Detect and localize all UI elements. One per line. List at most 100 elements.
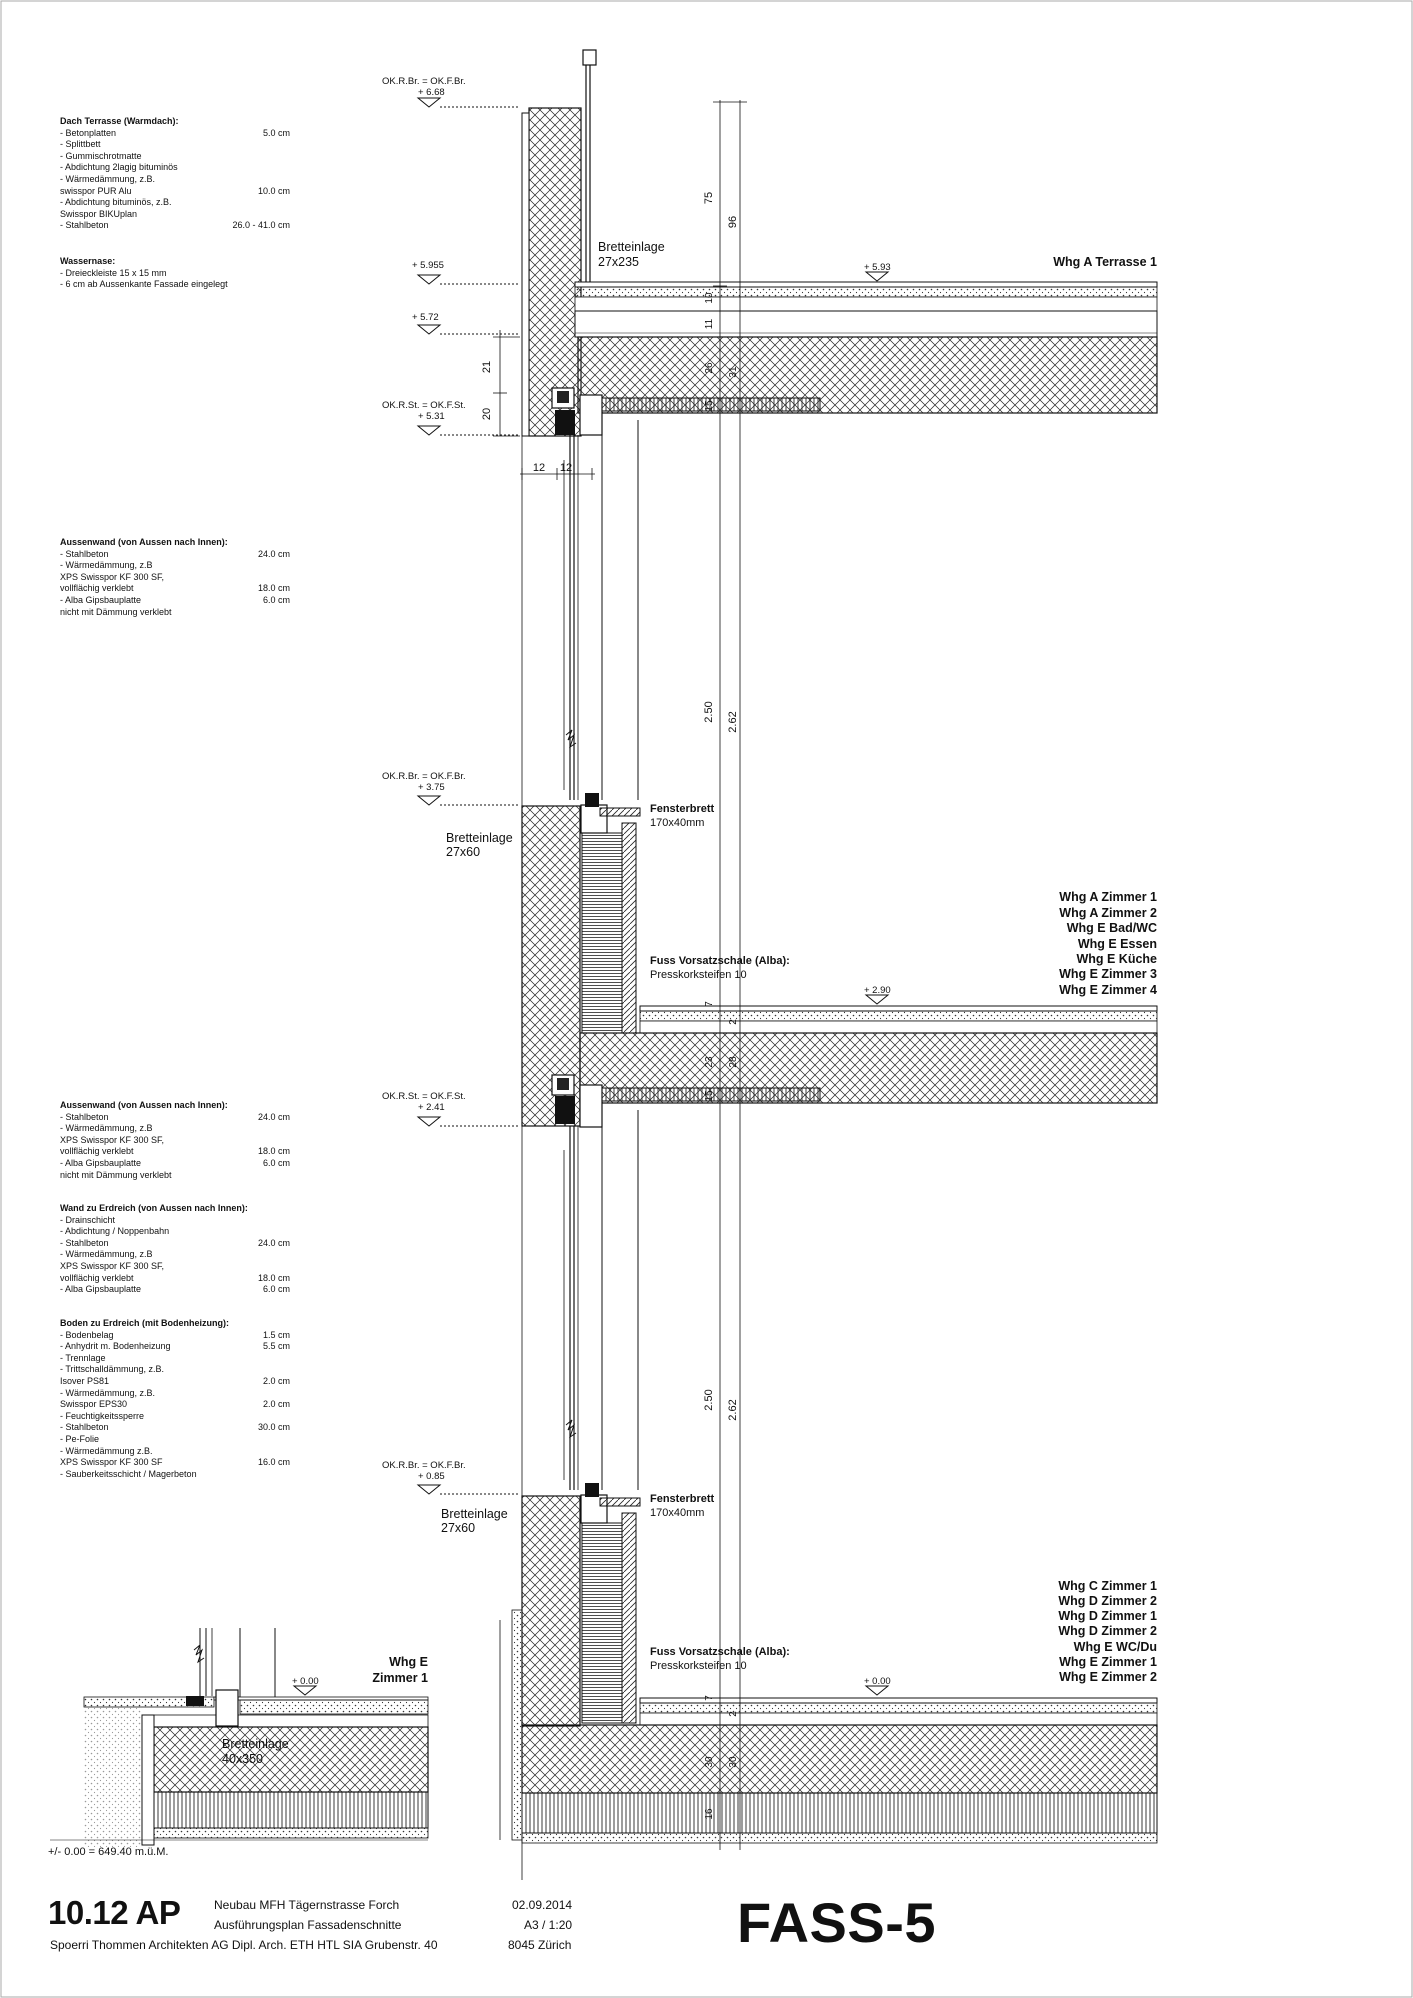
annotation: 27x60	[441, 1521, 475, 1535]
spec-title: Boden zu Erdreich (mit Bodenheizung):	[60, 1318, 229, 1328]
exterior-wall-middle	[521, 793, 641, 1127]
dimension: 12	[533, 462, 545, 474]
exterior-wall-lower	[499, 1483, 641, 1841]
spec-drip-edge: Wassernase: - Dreieckleiste 15 x 15 mm -…	[60, 256, 290, 291]
room-label: Whg E Bad/WC	[1067, 921, 1157, 935]
level-label: OK.R.St. = OK.F.St.	[382, 1091, 466, 1102]
room-label: Whg A Zimmer 1	[1059, 890, 1157, 904]
spec-exterior-wall-1: Aussenwand (von Aussen nach Innen): - St…	[60, 537, 290, 618]
spec-item: - Bodenbelag	[60, 1329, 114, 1340]
annotation: Fuss Vorsatzschale (Alba):	[650, 1646, 790, 1658]
room-label: Whg E Zimmer 4	[1059, 983, 1157, 997]
annotation: Bretteinlage	[441, 1507, 508, 1521]
annotation: 170x40mm	[650, 817, 704, 829]
annotation: 40x350	[222, 1752, 263, 1766]
dimension: 30	[704, 1756, 715, 1768]
spec-title: Wassernase:	[60, 256, 116, 266]
room-label: Whg E Essen	[1078, 937, 1157, 951]
spec-value: 26.0 - 41.0 cm	[232, 220, 290, 231]
spec-item: - Dreieckleiste 15 x 15 mm	[60, 267, 167, 278]
plan-title: Ausführungsplan Fassadenschnitte	[214, 1918, 402, 1932]
room-label: Whg D Zimmer 2	[1058, 1624, 1157, 1638]
spec-item: - Gummischrotmatte	[60, 150, 142, 161]
base-detail	[50, 1628, 429, 1847]
spec-value: 18.0 cm	[257, 583, 290, 594]
dimension-chains	[493, 100, 747, 1850]
annotation: 170x40mm	[650, 1507, 704, 1519]
spec-item: - Drainschicht	[60, 1214, 116, 1225]
spec-item: - Betonplatten	[60, 127, 117, 138]
plan-number: 10.12 AP	[48, 1894, 181, 1931]
spec-item: - Wärmedämmung, z.B.	[60, 1387, 156, 1398]
office-city: 8045 Zürich	[508, 1938, 572, 1952]
spec-item: Swisspor BIKUplan	[60, 208, 138, 219]
room-label: Whg E Zimmer 1	[1059, 1655, 1157, 1669]
dimension: 23	[704, 1056, 715, 1068]
spec-exterior-wall-2: Aussenwand (von Aussen nach Innen): - St…	[60, 1100, 290, 1181]
spec-item: - Sauberkeitsschicht / Magerbeton	[60, 1468, 197, 1479]
spec-item: - Splittbett	[60, 139, 101, 150]
exterior-wall-top	[521, 107, 582, 437]
room-label: Whg D Zimmer 1	[1058, 1609, 1157, 1623]
spec-item: - Wärmedämmung, z.B	[60, 1249, 153, 1260]
spec-item: Swisspor EPS30	[60, 1399, 128, 1410]
dimension: 20	[481, 408, 493, 420]
annotation: Fensterbrett	[650, 803, 715, 815]
level-value: + 5.31	[418, 411, 445, 422]
spec-title: Dach Terrasse (Warmdach):	[60, 116, 179, 126]
window-upper	[563, 420, 639, 800]
dimension: 2.50	[703, 1389, 715, 1410]
spec-item: XPS Swisspor KF 300 SF,	[60, 1260, 165, 1271]
spec-value: 5.5 cm	[262, 1341, 290, 1352]
base-reference: +/- 0.00 = 649.40 m.ü.M.	[48, 1846, 168, 1858]
dimension: 15	[704, 400, 715, 412]
spec-item: nicht mit Dämmung verklebt	[60, 1169, 172, 1180]
spec-item: - Feuchtigkeitssperre	[60, 1410, 145, 1421]
spec-item: XPS Swisspor KF 300 SF,	[60, 571, 165, 582]
spec-item: Isover PS81	[60, 1375, 110, 1386]
spec-item: - Stahlbeton	[60, 548, 109, 559]
office-name: Spoerri Thommen Architekten AG Dipl. Arc…	[50, 1938, 438, 1952]
annotation: Bretteinlage	[598, 240, 665, 254]
level-value: + 5.955	[412, 260, 444, 271]
spec-value: 2.0 cm	[262, 1375, 290, 1386]
spec-value: 6.0 cm	[262, 1157, 290, 1168]
spec-value: 16.0 cm	[257, 1457, 290, 1468]
spec-value: 30.0 cm	[257, 1422, 290, 1433]
dimension: 28	[728, 1056, 739, 1068]
spec-item: - Stahlbeton	[60, 1237, 109, 1248]
spec-value: 24.0 cm	[257, 1111, 290, 1122]
spec-item: - Anhydrit m. Bodenheizung	[60, 1341, 171, 1352]
dimension: 15	[704, 1090, 715, 1102]
spec-item: - Wärmedämmung, z.B.	[60, 173, 156, 184]
title-block: 10.12 AP Neubau MFH Tägernstrasse Forch …	[0, 1880, 1413, 1998]
window-head-upper	[551, 387, 603, 436]
dimension: 2.50	[703, 701, 715, 722]
spec-item: - Trennlage	[60, 1352, 106, 1363]
floor-level: + 0.00	[292, 1676, 319, 1687]
terrace-slab	[574, 281, 1158, 414]
spec-item: - Wärmedämmung z.B.	[60, 1445, 153, 1456]
drawing-code: FASS-5	[737, 1891, 937, 1954]
spec-item: - Abdichtung bituminös, z.B.	[60, 197, 172, 208]
level-value: + 5.72	[412, 312, 439, 323]
spec-item: - Abdichtung 2lagig bituminös	[60, 162, 178, 173]
spec-value: 10.0 cm	[257, 185, 290, 196]
spec-floor-to-soil: Boden zu Erdreich (mit Bodenheizung): - …	[60, 1318, 290, 1480]
room-label: Zimmer 1	[372, 1671, 428, 1685]
spec-item: - Alba Gipsbauplatte	[60, 594, 142, 605]
dimension: 30	[728, 1756, 739, 1768]
railing-post	[582, 49, 597, 285]
spec-title: Aussenwand (von Aussen nach Innen):	[60, 537, 228, 547]
ground-slab	[521, 1697, 1158, 1844]
level-value: + 0.85	[418, 1471, 445, 1482]
spec-item: - 6 cm ab Aussenkante Fassade eingelegt	[60, 279, 228, 290]
annotation: Bretteinlage	[222, 1737, 289, 1751]
spec-value: 18.0 cm	[257, 1146, 290, 1157]
spec-item: - Pe-Folie	[60, 1433, 100, 1444]
dimension: 2.62	[727, 711, 739, 732]
spec-item: - Stahlbeton	[60, 220, 109, 231]
spec-item: - Trittschalldämmung, z.B.	[60, 1364, 165, 1375]
level-label: OK.R.Br. = OK.F.Br.	[382, 1460, 466, 1471]
